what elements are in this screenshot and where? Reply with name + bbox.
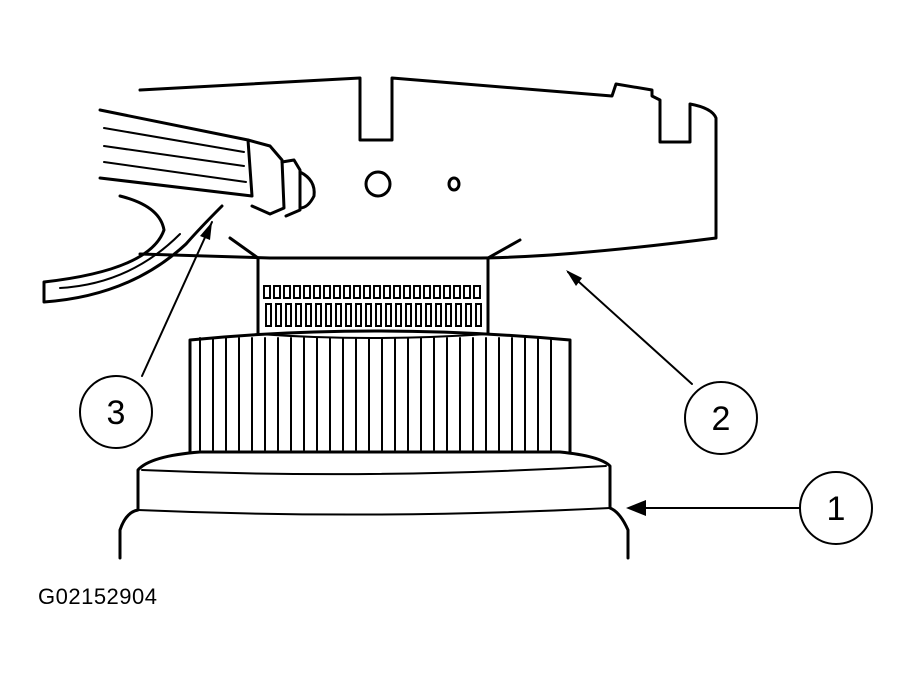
collar-slot [385, 303, 392, 327]
splined-hub [188, 329, 572, 454]
collar-slot [283, 285, 291, 299]
callout-3: 3 [79, 375, 153, 449]
collar-slot [315, 303, 322, 327]
callout-3-label: 3 [107, 394, 126, 432]
collar-slot [293, 285, 301, 299]
collar-slot [323, 285, 331, 299]
arrowhead-2 [566, 270, 582, 286]
collar-slot [265, 303, 272, 327]
carrier-plate [138, 76, 718, 260]
collar-slot [343, 285, 351, 299]
collar-slot [363, 285, 371, 299]
collar-slot [455, 303, 462, 327]
collar-slot [423, 285, 431, 299]
collar-slot [285, 303, 292, 327]
figure-id: G02152904 [38, 584, 158, 609]
collar-slots [263, 285, 482, 327]
arrowhead-1 [626, 500, 646, 516]
spline-teeth [199, 337, 552, 451]
callout-1-label: 1 [827, 490, 846, 528]
collar-slot [365, 303, 372, 327]
collar-slot [443, 285, 451, 299]
collar-slot [345, 303, 352, 327]
collar-slot [275, 303, 282, 327]
collar-slot [403, 285, 411, 299]
collar-slot [465, 303, 472, 327]
collar-slot [445, 303, 452, 327]
collar-slot [413, 285, 421, 299]
collar-slot [383, 285, 391, 299]
collar-slot [355, 303, 362, 327]
collar-slot [325, 303, 332, 327]
collar-slot [333, 285, 341, 299]
housing [118, 450, 630, 560]
collar-slot [375, 303, 382, 327]
collar-slot [473, 285, 481, 299]
collar-slot [463, 285, 471, 299]
air-nozzle [42, 108, 316, 304]
collar-slot [435, 303, 442, 327]
collar-slot [313, 285, 321, 299]
collar-slot [393, 285, 401, 299]
collar-slot [303, 285, 311, 299]
callout-2: 2 [684, 381, 758, 455]
collar-slot [305, 303, 312, 327]
collar-slot [405, 303, 412, 327]
slotted-collar [256, 256, 490, 339]
collar-slot [395, 303, 402, 327]
collar-slot [475, 303, 482, 327]
arrowhead-3 [200, 222, 212, 240]
collar-slot [263, 285, 271, 299]
collar-slot [453, 285, 461, 299]
collar-slot [433, 285, 441, 299]
callout-2-label: 2 [712, 400, 731, 438]
collar-slot [353, 285, 361, 299]
leader-lines [141, 221, 801, 516]
collar-slot [295, 303, 302, 327]
collar-slot [273, 285, 281, 299]
collar-slot [425, 303, 432, 327]
collar-slot [335, 303, 342, 327]
collar-slot [415, 303, 422, 327]
collar-slot [373, 285, 381, 299]
callout-1: 1 [799, 471, 873, 545]
